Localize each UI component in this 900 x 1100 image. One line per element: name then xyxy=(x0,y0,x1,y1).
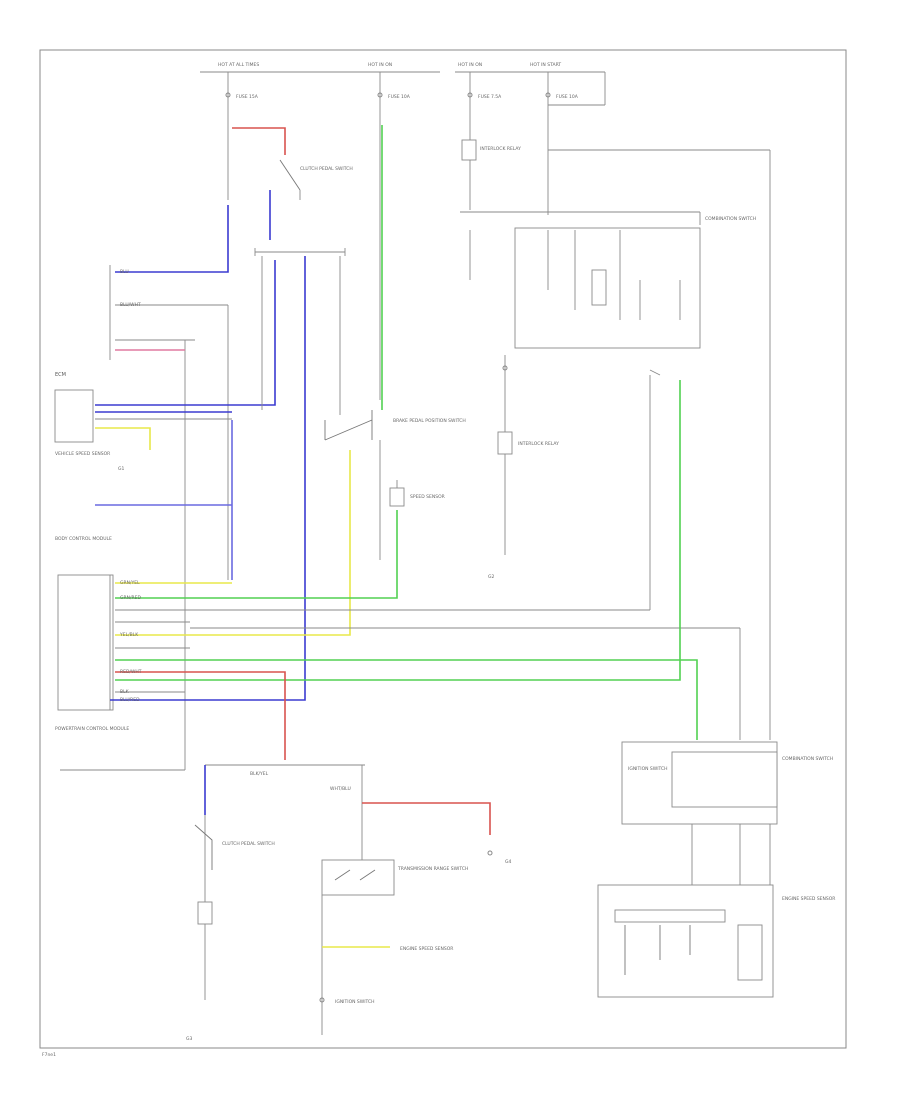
wire-blue-1 xyxy=(115,205,229,273)
label-switch-2: TRANSMISSION RANGE SWITCH xyxy=(397,866,468,872)
label-connector-1: IGNITION SWITCH xyxy=(628,766,668,772)
relay-block-right: COMBINATION SWITCH INTERLOCK RELAY G2 xyxy=(460,211,756,580)
label-switch-4: COMBINATION SWITCH xyxy=(705,216,756,222)
wire-label-10: WHT/BLU xyxy=(330,786,351,792)
wire-label-7: BLK xyxy=(120,689,130,695)
label-fuse-4: FUSE 10A xyxy=(556,94,579,100)
label-module-1: ECM xyxy=(55,372,66,378)
label-ground-1: G1 xyxy=(118,466,124,472)
label-hot-in-on-2: HOT IN ON xyxy=(458,62,482,68)
wire-label-8: BLU/RED xyxy=(120,697,140,703)
label-sensor-2b: ENGINE SPEED SENSOR xyxy=(400,946,453,952)
footer-code: F7ne1 xyxy=(42,1052,56,1058)
label-fuse-1: FUSE 15A xyxy=(236,94,259,100)
label-relay-1: INTERLOCK RELAY xyxy=(480,146,521,152)
wire-label-6: RED/WHT xyxy=(120,669,142,675)
label-fuse-3: FUSE 7.5A xyxy=(478,94,502,100)
label-module-2: VEHICLE SPEED SENSOR xyxy=(55,451,110,457)
module-block-left: ECM VEHICLE SPEED SENSOR BODY CONTROL MO… xyxy=(54,372,129,732)
label-switch-clutch-bottom: CLUTCH PEDAL SWITCH xyxy=(222,841,275,847)
label-hot-in-start: HOT IN START xyxy=(530,62,561,68)
combination-switch-block: IGNITION SWITCH COMBINATION SWITCH ENGIN… xyxy=(597,741,835,998)
wire-yellow-short xyxy=(95,427,151,450)
brake-switch: BRAKE PEDAL POSITION SWITCH SPEED SENSOR xyxy=(324,125,466,560)
wire-blue-2 xyxy=(95,260,276,406)
wire-red-mid xyxy=(115,671,286,760)
label-hot-at-all-times: HOT AT ALL TIMES xyxy=(218,62,259,68)
wire-label-5: YEL/BLK xyxy=(119,632,139,638)
wire-green-long-2 xyxy=(115,380,681,681)
label-ignition: IGNITION SWITCH xyxy=(335,999,375,1005)
label-module-3: BODY CONTROL MODULE xyxy=(55,536,112,542)
label-relay-coil-right: INTERLOCK RELAY xyxy=(518,441,559,447)
wire-green-mid xyxy=(115,510,398,599)
top-supply-left: HOT AT ALL TIMES HOT IN ON FUSE 15A FUSE… xyxy=(200,62,440,130)
label-sensor-2: ENGINE SPEED SENSOR xyxy=(782,896,835,902)
top-supply-right: HOT IN ON HOT IN START FUSE 7.5A FUSE 10… xyxy=(455,62,771,740)
wire-red-top xyxy=(232,127,286,155)
wire-label-4: GRN/RED xyxy=(120,595,141,601)
wire-red-bottom xyxy=(362,802,491,835)
wire-blue-long xyxy=(110,256,306,701)
label-combination-switch: COMBINATION SWITCH xyxy=(782,756,833,762)
label-sensor-1: SPEED SENSOR xyxy=(410,494,445,500)
label-fuse-2: FUSE 10A xyxy=(388,94,411,100)
label-ground-3: G3 xyxy=(186,1036,192,1042)
wire-label-9: BLK/YEL xyxy=(250,771,269,777)
wire-green-long-1 xyxy=(115,659,698,740)
wire-yellow-long xyxy=(115,450,351,636)
label-ground-4: G4 xyxy=(505,859,511,865)
wire-label-2: BLU/WHT xyxy=(120,302,141,308)
label-module-4: POWERTRAIN CONTROL MODULE xyxy=(55,726,129,732)
label-ground-2: G2 xyxy=(488,574,494,580)
wire-label-3: GRN/YEL xyxy=(120,580,140,586)
wire-label-1: BLU xyxy=(120,269,129,275)
bottom-left-block: CLUTCH PEDAL SWITCH G3 G4 TRANSMISSION R… xyxy=(186,764,511,1042)
label-switch-1: BRAKE PEDAL POSITION SWITCH xyxy=(393,418,466,424)
label-switch-3: CLUTCH PEDAL SWITCH xyxy=(300,166,353,172)
diagram-frame xyxy=(39,49,847,1049)
label-hot-in-on-1: HOT IN ON xyxy=(368,62,392,68)
